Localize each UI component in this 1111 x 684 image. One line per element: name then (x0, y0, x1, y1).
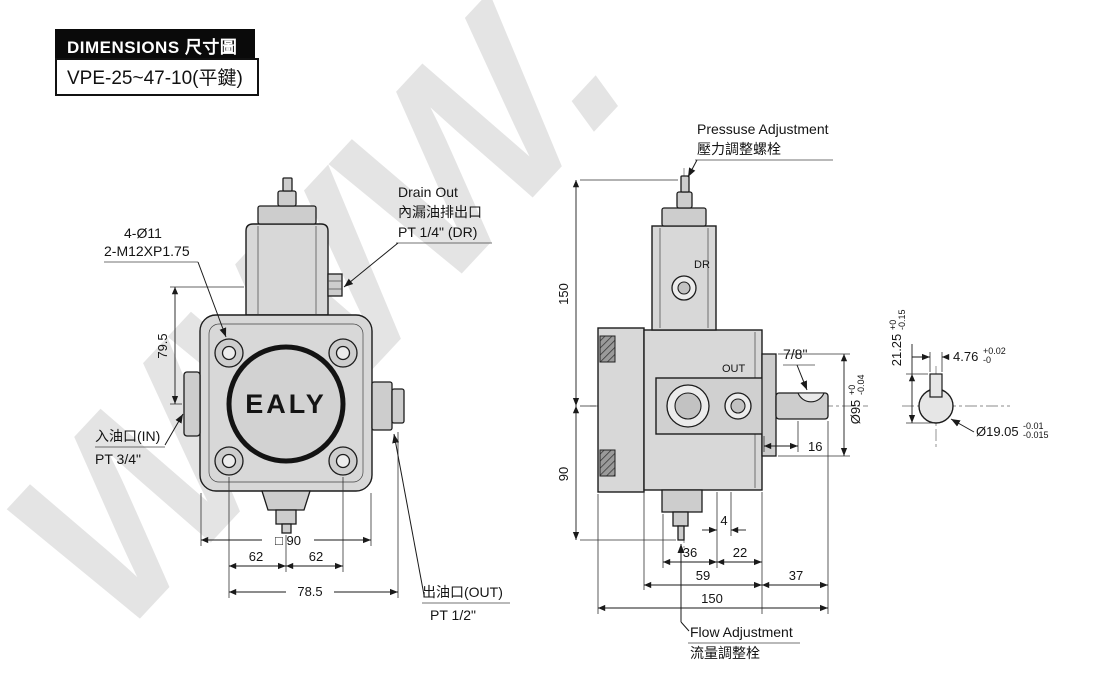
dim-dia-95-tol-top: +0 (847, 385, 857, 395)
pressure-label-en: Pressuse Adjustment (697, 121, 829, 137)
dim-dia-19-05: Ø19.05 (976, 424, 1019, 439)
dim-150-upper: 150 (556, 283, 571, 305)
drain-label-cn: 內漏油排出口 (398, 204, 482, 220)
bolt-count-label: 4-Ø11 (124, 225, 162, 241)
pressure-label-cn: 壓力調整螺栓 (697, 141, 781, 157)
dimensions-title: DIMENSIONS 尺寸圖 (55, 29, 256, 63)
pressure-adjust-screw (676, 191, 693, 209)
dim-4-76-tol-bot: -0 (983, 355, 991, 365)
dim-62-left: 62 (249, 549, 263, 564)
dim-90-lower: 90 (556, 467, 571, 481)
dim-dia-19-05-tol-bot: -0.015 (1023, 430, 1049, 440)
dim-4-76-tol-top: +0.02 (983, 346, 1006, 356)
drain-label-pt: PT 1/4" (DR) (398, 224, 477, 240)
outlet-label-pt: PT 1/2" (430, 607, 476, 623)
dim-dia-19-05-tol-top: -0.01 (1023, 421, 1044, 431)
dim-21-25-tol-top: +0 (888, 320, 898, 330)
flow-label-cn: 流量調整栓 (690, 645, 760, 661)
dim-36: 36 (683, 545, 697, 560)
front-view: EALY 79.5 □ 90 (95, 177, 510, 623)
dim-37: 37 (789, 568, 803, 583)
dim-16: 16 (808, 439, 822, 454)
outlet-port-boss (371, 381, 393, 431)
logo-ring (226, 344, 346, 464)
dim-62-right: 62 (309, 549, 323, 564)
dim-21-25-tol-bot: -0.15 (897, 309, 907, 330)
dimensions-title-text: DIMENSIONS 尺寸圖 (67, 38, 238, 57)
pressure-screw-cap (257, 205, 317, 225)
inlet-label-pt: PT 3/4" (95, 451, 141, 467)
model-number-text: VPE-25~47-10(平鍵) (67, 68, 243, 89)
dim-78-5: 78.5 (297, 584, 322, 599)
side-pump-body (590, 168, 868, 548)
flow-adjust-screw (672, 511, 689, 527)
bolt-thread-label: 2-M12XP1.75 (104, 243, 190, 259)
front-labels: 4-Ø11 2-M12XP1.75 入油口(IN) PT 3/4" Drain … (95, 184, 510, 623)
dim-150-total: 150 (701, 591, 723, 606)
key-cross-section (929, 373, 943, 398)
side-labels: DR OUT Pressuse Adjustment 壓力調整螺栓 Flow A… (677, 121, 833, 661)
model-number-box: VPE-25~47-10(平鍵) (55, 58, 259, 96)
side-dimensions: 150 90 Ø95 +0 -0.04 7/8" (556, 179, 866, 614)
drain-label-en: Drain Out (398, 184, 458, 200)
dim-22: 22 (733, 545, 747, 560)
dr-port-label: DR (694, 259, 710, 271)
front-pump-body: EALY (183, 177, 405, 534)
dim-79-5: 79.5 (155, 333, 170, 358)
dim-key-7-8: 7/8" (783, 346, 807, 362)
out-port-label: OUT (722, 363, 746, 375)
outlet-label-cn: 出油口(OUT) (422, 584, 503, 600)
side-view: 150 90 Ø95 +0 -0.04 7/8" (556, 121, 868, 661)
shaft-keyway (797, 392, 825, 403)
dim-dia-95: Ø95 (848, 400, 863, 425)
dim-square-90: □ 90 (275, 533, 301, 548)
dim-21-25: 21.25 (889, 334, 904, 367)
logo-text: EALY (245, 389, 327, 419)
inlet-port-boss (183, 371, 201, 437)
shaft-detail: 21.25 +0 -0.15 4.76 +0.02 -0 Ø19.05 -0.0… (888, 309, 1049, 448)
inlet-label-cn: 入油口(IN) (95, 428, 160, 444)
flow-label-en: Flow Adjustment (690, 624, 793, 640)
dim-59: 59 (696, 568, 710, 583)
dim-dia-95-tol-bot: -0.04 (856, 374, 866, 395)
dim-4-76: 4.76 (953, 349, 978, 364)
drain-port-boss (327, 273, 343, 297)
dim-4: 4 (720, 513, 727, 528)
front-dimensions: 79.5 □ 90 62 62 78.5 (155, 286, 399, 599)
